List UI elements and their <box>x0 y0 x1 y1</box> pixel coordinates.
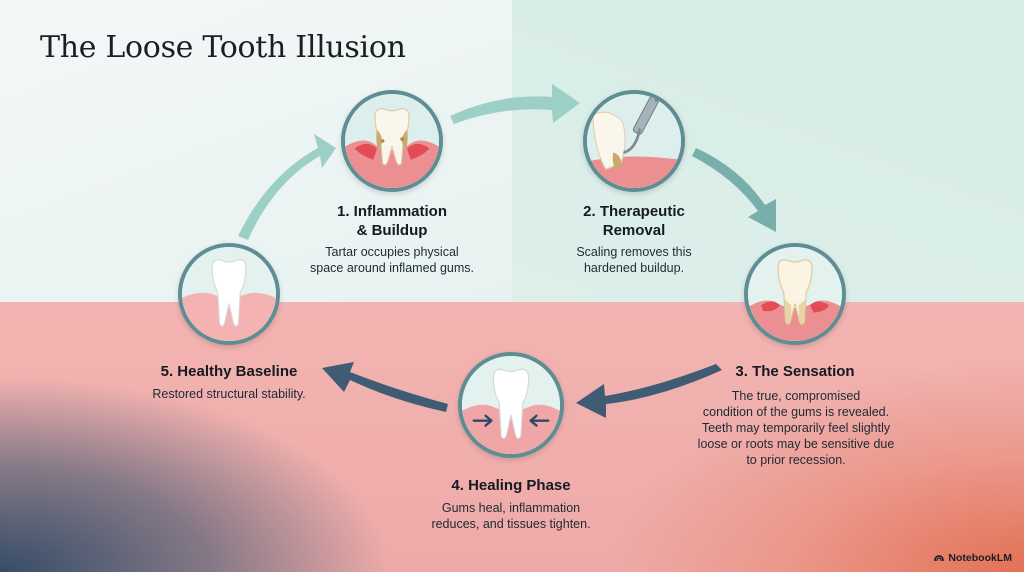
step-5-node <box>178 243 280 345</box>
step-5-label: 5. Healthy Baseline <box>160 363 298 380</box>
step-2-label: 2. Therapeutic Removal <box>583 203 685 239</box>
brand-name: NotebookLM <box>948 552 1012 564</box>
page-title: The Loose Tooth Illusion <box>40 30 406 65</box>
step-4-description: Gums heal, inflammation reduces, and tis… <box>431 501 591 531</box>
scaling-tool-icon <box>587 94 681 188</box>
healthy-tooth-icon <box>182 247 276 341</box>
step-2-node <box>583 90 685 192</box>
tooth-tartar-inflamed-gums-icon <box>345 94 439 188</box>
notebooklm-logo-icon <box>934 555 945 562</box>
tooth-receded-gums-icon <box>748 247 842 341</box>
step-2-description: Scaling removes this hardened buildup. <box>576 245 692 275</box>
step-4-node <box>458 352 564 458</box>
step-3-description: The true, compromised condition of the g… <box>697 389 895 467</box>
step-1-label: 1. Inflammation & Buildup <box>336 203 448 239</box>
step-1-node <box>341 90 443 192</box>
step-1-description: Tartar occupies physical space around in… <box>310 245 474 275</box>
step-3-label: 3. The Sensation <box>735 363 855 380</box>
brand-watermark: NotebookLM <box>934 552 1012 564</box>
step-5-description: Restored structural stability. <box>152 387 306 401</box>
step-3-node <box>744 243 846 345</box>
step-4-label: 4. Healing Phase <box>451 477 571 494</box>
tooth-tightening-gums-icon <box>462 356 560 454</box>
